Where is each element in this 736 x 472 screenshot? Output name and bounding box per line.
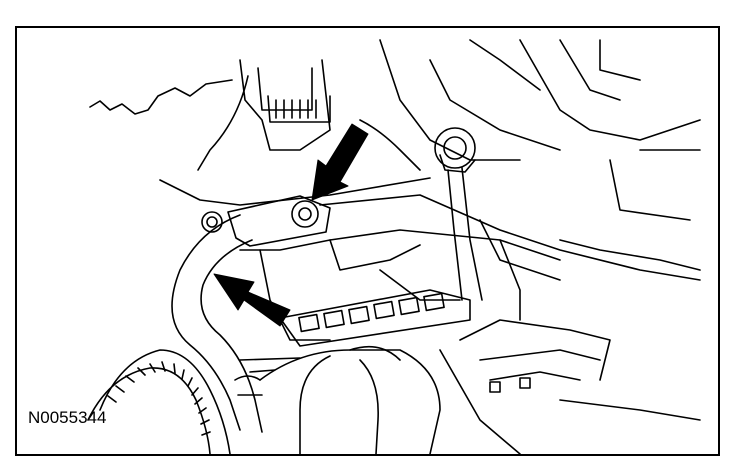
right-assembly	[359, 39, 701, 221]
top-connector	[197, 59, 331, 171]
lower-arrow	[213, 273, 291, 327]
large-nut	[434, 127, 483, 301]
figure-id-label: N0055344	[28, 408, 107, 427]
bolt	[291, 200, 319, 228]
wire-harness	[87, 349, 231, 454]
slot-row	[279, 289, 471, 347]
hose	[171, 214, 263, 433]
mounting-plate	[159, 177, 701, 341]
lower-tube	[239, 345, 441, 454]
figure-frame	[15, 26, 720, 456]
background-edge	[89, 79, 233, 115]
lower-right-bracket	[439, 319, 701, 454]
upper-arrow	[311, 123, 369, 201]
hose-bracket	[201, 195, 331, 247]
